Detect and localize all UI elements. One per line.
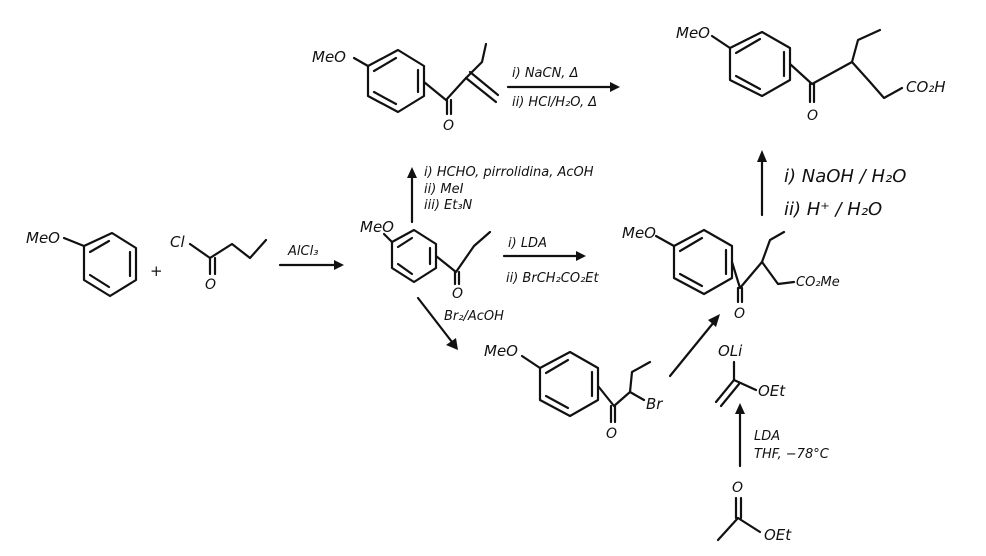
enolate-oli-label: OLi	[718, 342, 743, 360]
bromination-arrow: Br₂/AcOH	[416, 296, 504, 350]
lithium-enolate: OLi OEt	[714, 342, 786, 408]
anisole: MeO	[26, 229, 138, 298]
enolate-formation-reagent-1: LDA	[754, 429, 780, 444]
ethyl-acetate-o-label: O	[732, 480, 743, 496]
enone-o-label: O	[443, 118, 454, 134]
mannich-arrow: i) HCHO, pirrolidina, AcOH ii) MeI iii) …	[407, 165, 594, 224]
enolate-formation-arrow: LDA THF, −78°C	[735, 403, 830, 468]
friedel-crafts-reagent: AlCl₃	[287, 244, 318, 259]
alkylation-reagent-1: i) LDA	[508, 236, 547, 251]
aryl-ketone-meo-label: MeO	[360, 218, 394, 236]
chloro-label: Cl	[170, 233, 185, 251]
bromoketone: MeO O Br	[484, 342, 663, 442]
enolate-formation-reagent-2: THF, −78°C	[754, 447, 830, 462]
aryl-ketone: MeO O	[360, 218, 492, 302]
ethyl-acetate: O OEt	[716, 480, 792, 544]
michael-reagent-1: i) NaCN, Δ	[512, 66, 578, 81]
keto-acid-o-label: O	[807, 108, 818, 124]
plus-sign: +	[150, 262, 163, 280]
bromoketone-o-label: O	[606, 426, 617, 442]
enone-meo-label: MeO	[312, 48, 346, 66]
ethyl-acetate-oet-label: OEt	[764, 526, 792, 544]
keto-acid-co2h-label: CO₂H	[906, 78, 946, 96]
keto-ester-co2me-label: CO₂Me	[796, 275, 840, 290]
mannich-reagent-2: ii) MeI	[424, 182, 464, 197]
enolate-oet-label: OEt	[758, 382, 786, 400]
alkylation-arrow: i) LDA ii) BrCH₂CO₂Et	[502, 236, 599, 286]
aryl-ketone-o-label: O	[452, 286, 463, 302]
hydrolysis-reagent-2: ii) H⁺ / H₂O	[784, 199, 882, 220]
bromoketone-br-label: Br	[646, 395, 663, 413]
butanoyl-chloride: Cl O	[170, 233, 268, 293]
hydrolysis-arrow: i) NaOH / H₂O ii) H⁺ / H₂O	[757, 150, 906, 220]
michael-reagent-2: ii) HCl/H₂O, Δ	[512, 95, 597, 110]
keto-acid-meo-label: MeO	[676, 24, 710, 42]
enolate-alkylation-arrow	[668, 314, 720, 378]
keto-ester-meo-label: MeO	[622, 224, 656, 242]
friedel-crafts-arrow: AlCl₃	[278, 244, 344, 270]
hydrolysis-reagent-1: i) NaOH / H₂O	[784, 166, 906, 187]
mannich-reagent-1: i) HCHO, pirrolidina, AcOH	[424, 165, 594, 180]
bromoketone-meo-label: MeO	[484, 342, 518, 360]
bromination-reagent: Br₂/AcOH	[444, 309, 504, 324]
keto-ester-o-label: O	[734, 306, 745, 322]
michael-arrow: i) NaCN, Δ ii) HCl/H₂O, Δ	[506, 66, 620, 110]
alkylation-reagent-2: ii) BrCH₂CO₂Et	[506, 271, 599, 286]
mannich-reagent-3: iii) Et₃N	[424, 198, 473, 213]
keto-ester: MeO O CO₂Me	[622, 224, 840, 322]
anisole-meo-label: MeO	[26, 229, 60, 247]
carbonyl-o-label: O	[205, 277, 216, 293]
enone: MeO O	[312, 42, 500, 134]
keto-acid: MeO O CO₂H	[676, 24, 946, 124]
